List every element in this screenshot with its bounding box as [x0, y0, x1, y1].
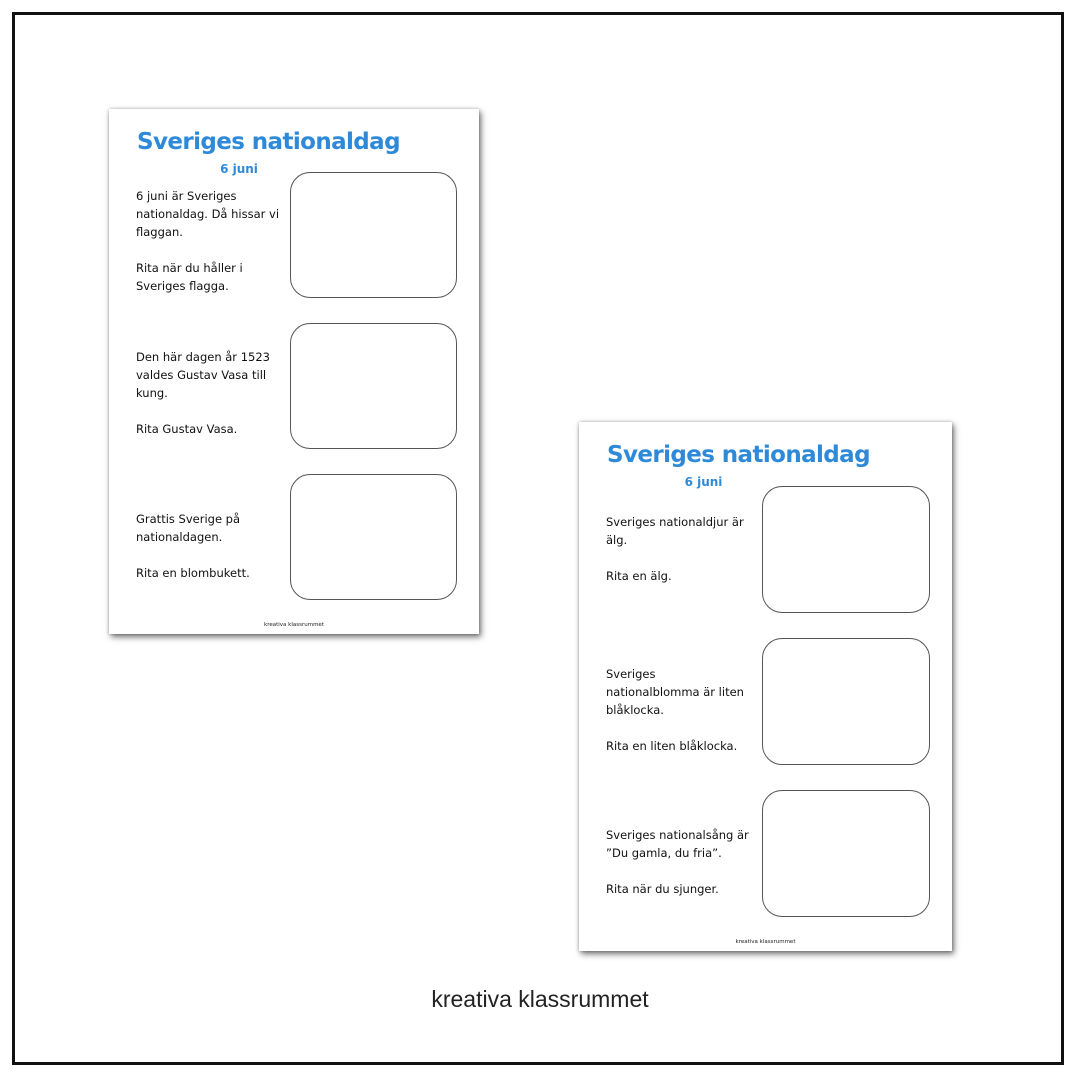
- item-statement: 6 juni är Sveriges nationaldag. Då hissa…: [136, 189, 280, 239]
- drawing-box-5: [762, 638, 930, 765]
- item-statement: Grattis Sverige på nationaldagen.: [136, 512, 241, 544]
- item-task: Rita när du håller i Sveriges flagga.: [136, 261, 243, 293]
- item-task: Rita Gustav Vasa.: [136, 422, 238, 436]
- item-task: Rita en älg.: [606, 569, 672, 583]
- worksheet-title: Sveriges nationaldag: [607, 442, 871, 468]
- item-statement: Sveriges nationalblomma är liten blåkloc…: [606, 667, 744, 717]
- worksheet-page-1: Sveriges nationaldag 6 juni 6 juni är Sv…: [109, 109, 479, 634]
- brand-caption: kreativa klassrummet: [431, 986, 649, 1012]
- drawing-box-2: [290, 323, 457, 449]
- item-task: Rita en blombukett.: [136, 566, 250, 580]
- item-text-5: Sveriges nationalblomma är liten blåkloc…: [606, 665, 751, 755]
- item-text-3: Grattis Sverige på nationaldagen. Rita e…: [136, 510, 281, 582]
- worksheet-footer: kreativa klassrummet: [735, 939, 796, 945]
- item-text-1: 6 juni är Sveriges nationaldag. Då hissa…: [136, 187, 281, 295]
- item-task: Rita när du sjunger.: [606, 882, 719, 896]
- item-text-2: Den här dagen år 1523 valdes Gustav Vasa…: [136, 348, 281, 438]
- drawing-box-6: [762, 790, 930, 917]
- worksheet-page-2: Sveriges nationaldag 6 juni Sveriges nat…: [579, 422, 952, 951]
- item-text-4: Sveriges nationaldjur är älg. Rita en äl…: [606, 513, 751, 585]
- worksheet-subtitle: 6 juni: [684, 475, 723, 489]
- drawing-box-3: [290, 474, 457, 600]
- item-text-6: Sveriges nationalsång är ”Du gamla, du f…: [606, 826, 751, 898]
- drawing-box-1: [290, 172, 457, 298]
- item-statement: Sveriges nationaldjur är älg.: [606, 515, 744, 547]
- drawing-box-4: [762, 486, 930, 613]
- item-statement: Den här dagen år 1523 valdes Gustav Vasa…: [136, 350, 270, 400]
- item-statement: Sveriges nationalsång är ”Du gamla, du f…: [606, 828, 749, 860]
- item-task: Rita en liten blåklocka.: [606, 739, 738, 753]
- worksheet-subtitle: 6 juni: [220, 162, 258, 176]
- worksheet-footer: kreativa klassrummet: [264, 622, 324, 628]
- worksheet-title: Sveriges nationaldag: [137, 129, 401, 155]
